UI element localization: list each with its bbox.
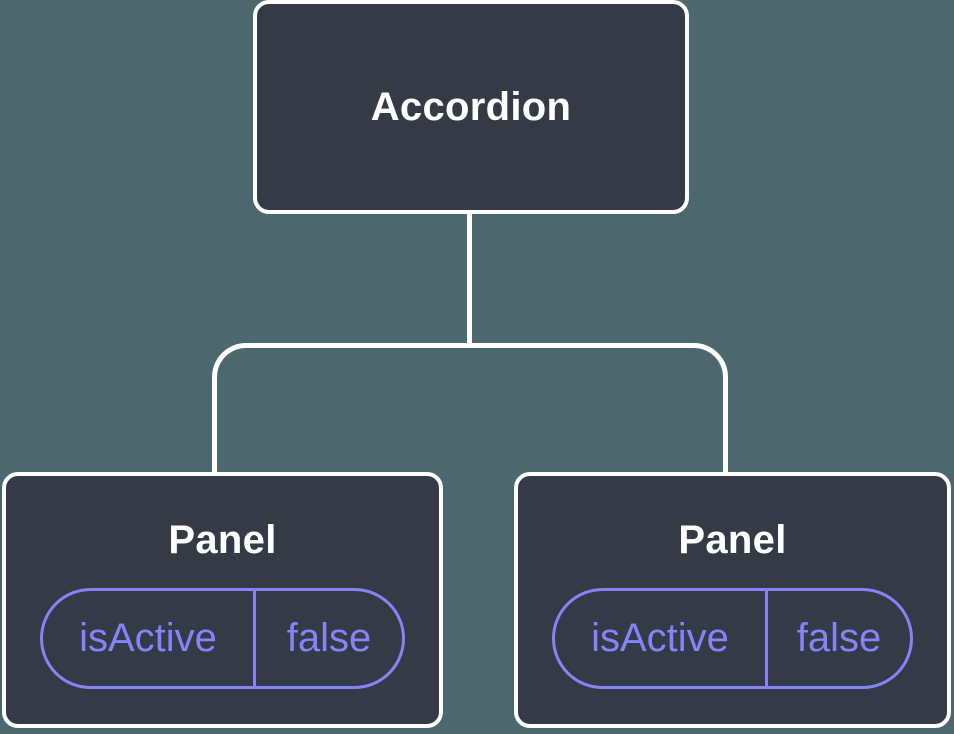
panel-left-label: Panel	[168, 518, 277, 562]
state-pill-key: isActive	[79, 616, 217, 660]
connector-stem-line	[467, 210, 472, 348]
state-pill-value: false	[286, 616, 372, 660]
connector-branch-bracket	[212, 343, 728, 473]
state-pill-divider	[253, 591, 256, 686]
accordion-node-label: Accordion	[370, 84, 572, 129]
state-pill-key: isActive	[591, 616, 729, 660]
tree-node-panel-left: Panel isActive false	[2, 472, 443, 728]
panel-left-state-pill: isActive false	[40, 588, 405, 689]
tree-node-panel-right: Panel isActive false	[514, 472, 951, 728]
state-pill-divider	[765, 591, 768, 686]
state-pill-value: false	[796, 616, 882, 660]
panel-right-state-pill: isActive false	[552, 588, 913, 689]
tree-node-accordion: Accordion	[253, 0, 689, 214]
panel-right-label: Panel	[678, 518, 787, 562]
